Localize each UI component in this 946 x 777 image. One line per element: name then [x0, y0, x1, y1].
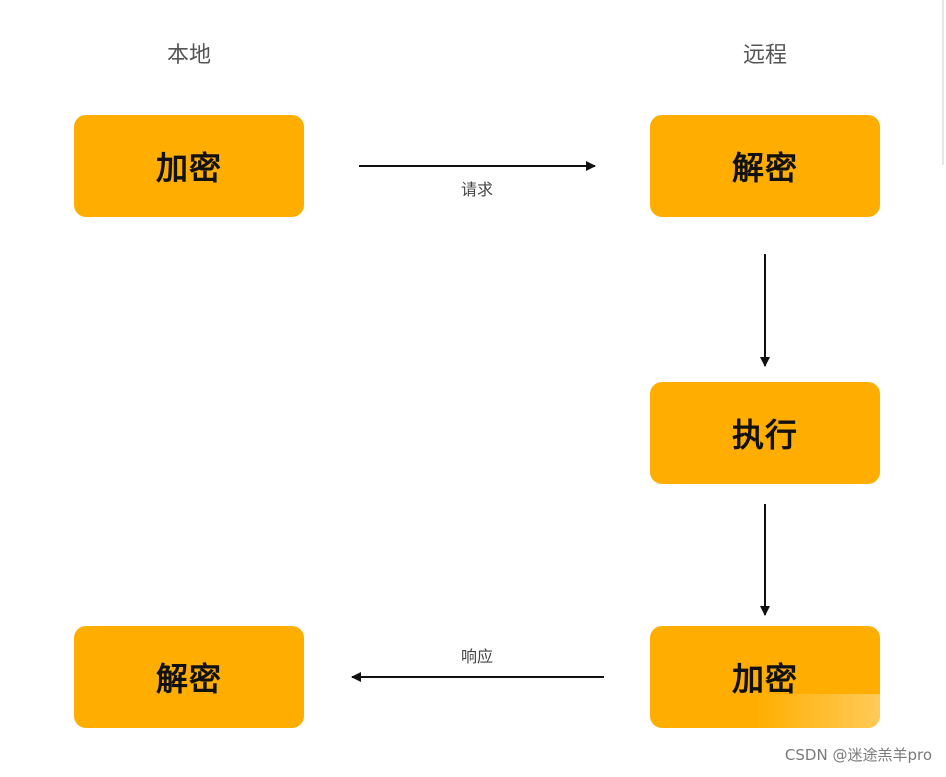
edge-label-response: 响应 — [460, 647, 493, 666]
page-edge-divider — [942, 0, 944, 165]
node-local-decrypt-label: 解密 — [155, 660, 222, 698]
node-local-encrypt: 加密 — [74, 115, 304, 217]
node-remote-execute: 执行 — [650, 382, 880, 484]
node-remote-decrypt-label: 解密 — [731, 149, 798, 187]
node-remote-encrypt: 加密 — [650, 626, 880, 728]
node-remote-encrypt-label: 加密 — [731, 660, 798, 698]
node-highlight-fade — [755, 694, 880, 728]
node-remote-decrypt: 解密 — [650, 115, 880, 217]
edge-label-request: 请求 — [460, 180, 493, 199]
column-header-local: 本地 — [166, 43, 211, 68]
node-local-decrypt: 解密 — [74, 626, 304, 728]
column-header-remote: 远程 — [742, 43, 787, 68]
watermark: CSDN @迷途羔羊pro — [784, 746, 932, 764]
node-remote-execute-label: 执行 — [731, 416, 798, 454]
node-local-encrypt-label: 加密 — [155, 149, 222, 187]
